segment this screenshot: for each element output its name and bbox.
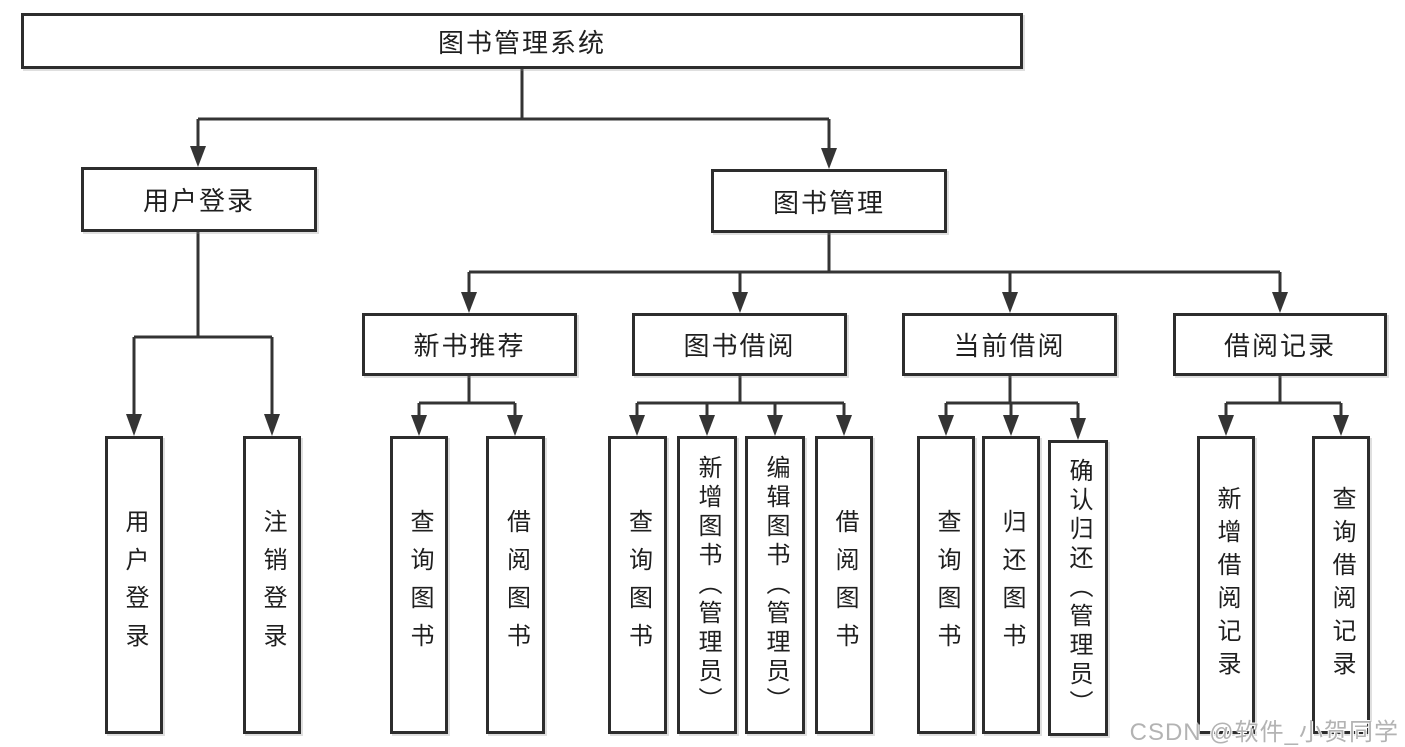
leaf-current-return-books: 归还图书 (982, 436, 1040, 734)
leaf-records-query-record: 查询借阅记录 (1312, 436, 1370, 734)
leaf-current-query-books: 查询图书 (917, 436, 975, 734)
connector-book-management-to-level3 (461, 233, 1288, 313)
connector-recommend-subtree (411, 376, 523, 436)
leaf-user-login: 用户登录 (105, 436, 163, 734)
node-user-login: 用户登录 (81, 167, 317, 232)
connector-user-login-subtree (126, 232, 280, 436)
node-book-borrowing: 图书借阅 (632, 313, 847, 376)
leaf-logout: 注销登录 (243, 436, 301, 734)
leaf-recommend-borrow-books: 借阅图书 (486, 436, 545, 734)
leaf-borrow-query-books: 查询图书 (608, 436, 667, 734)
leaf-recommend-query-books: 查询图书 (390, 436, 448, 734)
node-current-borrowing: 当前借阅 (902, 313, 1117, 376)
leaf-borrow-add-books-admin: 新增图书（管理员） (677, 436, 737, 734)
node-borrow-records: 借阅记录 (1173, 313, 1387, 376)
connector-current-subtree (938, 376, 1086, 440)
leaf-borrow-borrow-books: 借阅图书 (815, 436, 873, 734)
connector-root-to-level2 (190, 69, 837, 169)
leaf-borrow-edit-books-admin: 编辑图书（管理员） (745, 436, 805, 734)
leaf-records-add-record: 新增借阅记录 (1197, 436, 1255, 734)
node-new-book-recommend: 新书推荐 (362, 313, 577, 376)
node-library-system: 图书管理系统 (21, 13, 1023, 69)
node-book-management: 图书管理 (711, 169, 947, 233)
leaf-current-confirm-return-admin: 确认归还（管理员） (1048, 440, 1108, 736)
csdn-watermark: CSDN @软件_小贺同学 (1129, 719, 1399, 746)
connector-records-subtree (1218, 376, 1349, 436)
connector-borrow-subtree (629, 376, 852, 436)
